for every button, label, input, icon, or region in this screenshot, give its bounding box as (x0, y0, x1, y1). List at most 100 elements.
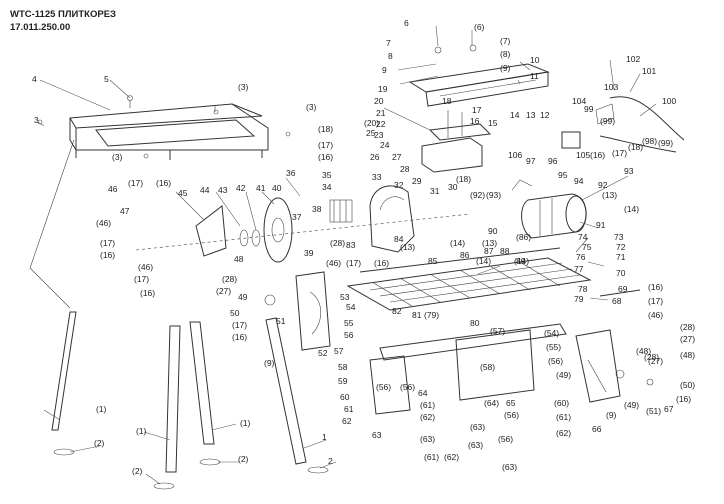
part-callout: 1 (322, 432, 327, 442)
part-callout: 57 (334, 346, 344, 356)
part-callout: (16) (156, 178, 171, 188)
part-callout: 105 (576, 150, 590, 160)
part-callout: (13) (602, 190, 617, 200)
part-callout: (14) (476, 256, 491, 266)
part-callout: (63) (502, 462, 517, 472)
part-callout: (61) (556, 412, 571, 422)
part-callout: (17) (134, 274, 149, 284)
part-callout: (13) (482, 238, 497, 248)
part-callout: 6 (404, 18, 409, 28)
part-callout: 65 (506, 398, 516, 408)
part-callout: (56) (400, 382, 415, 392)
part-callout: 54 (346, 302, 356, 312)
legs (29, 139, 329, 490)
part-callout: (1) (136, 426, 147, 436)
part-callout: (16) (318, 152, 333, 162)
part-callout: (2) (132, 466, 143, 476)
part-callout: 103 (604, 82, 618, 92)
part-callout: (6) (474, 22, 485, 32)
part-callout: (28) (680, 322, 695, 332)
side-fence (264, 271, 331, 351)
part-callout: 102 (626, 54, 640, 64)
part-callout: 36 (286, 168, 296, 178)
part-callout: 41 (256, 183, 266, 193)
part-callout: 8 (388, 51, 393, 61)
part-callout: (57) (490, 326, 505, 336)
work-table (346, 247, 641, 311)
part-callout: (9) (500, 63, 511, 73)
part-callout: 68 (612, 296, 622, 306)
part-callout: 67 (664, 404, 674, 414)
part-callout: (27) (648, 356, 663, 366)
part-callout: 25 (366, 128, 376, 138)
part-callout: 97 (526, 156, 536, 166)
part-callout: (61) (420, 400, 435, 410)
part-callout: 83 (346, 240, 356, 250)
part-callout: (7) (500, 36, 511, 46)
part-callout: (62) (420, 412, 435, 422)
part-callout: (58) (480, 362, 495, 372)
part-callout: (28) (644, 352, 659, 362)
part-callout: 7 (386, 38, 391, 48)
part-callout: 56 (344, 330, 354, 340)
part-callout: (63) (468, 440, 483, 450)
part-callout: 14 (510, 110, 520, 120)
part-callout: (20) (364, 118, 379, 128)
part-callout: (1) (96, 404, 107, 414)
part-callout: (2) (94, 438, 105, 448)
part-callout: (28) (330, 238, 345, 248)
part-callout: (79) (424, 310, 439, 320)
part-callout: 16 (470, 116, 480, 126)
part-callout: 47 (120, 206, 130, 216)
part-callout: (46) (96, 218, 111, 228)
part-callout: 22 (376, 119, 386, 129)
part-callout: 45 (178, 188, 188, 198)
part-callout: 85 (428, 256, 438, 266)
part-callout: 28 (400, 164, 410, 174)
part-callout: 39 (304, 248, 314, 258)
part-callout: (8) (500, 49, 511, 59)
part-callout: (63) (470, 422, 485, 432)
part-callout: 24 (380, 140, 390, 150)
title-block: WTC-1125 ПЛИТКОРЕЗ 17.011.250.00 (10, 8, 116, 34)
part-callout: (62) (556, 428, 571, 438)
part-callout: 44 (200, 185, 210, 195)
part-callout: 71 (616, 252, 626, 262)
part-callout: 69 (618, 284, 628, 294)
part-callout: 13 (526, 110, 536, 120)
part-callout: 19 (378, 84, 388, 94)
part-callout: (14) (514, 256, 529, 266)
part-callout: 95 (558, 170, 568, 180)
part-callout: 80 (470, 318, 480, 328)
part-callout: (17) (346, 258, 361, 268)
part-callout: 73 (614, 232, 624, 242)
part-callout: (48) (680, 350, 695, 360)
part-callout: (93) (486, 190, 501, 200)
part-callout: (9) (606, 410, 617, 420)
part-callout: (3) (238, 82, 249, 92)
part-callout: 4 (32, 74, 37, 84)
part-callout: 5 (104, 74, 109, 84)
part-callout: (46) (138, 262, 153, 272)
part-callout: 81 (412, 310, 422, 320)
carriage-block (421, 110, 492, 173)
part-callout: 48 (234, 254, 244, 264)
part-callout: (14) (450, 238, 465, 248)
part-callout: 89 (516, 256, 526, 266)
part-callout: (18) (628, 142, 643, 152)
part-callout: (18) (318, 124, 333, 134)
part-callout: 33 (372, 172, 382, 182)
part-callout: (16) (676, 394, 691, 404)
part-callout: 23 (374, 130, 384, 140)
part-callout: (62) (444, 452, 459, 462)
part-callout: 66 (592, 424, 602, 434)
part-callout: (27) (216, 286, 231, 296)
part-callout: 86 (460, 250, 470, 260)
part-callout: 11 (530, 71, 539, 81)
part-callout: 40 (272, 183, 282, 193)
part-callout: 49 (238, 292, 248, 302)
part-callout: (55) (546, 342, 561, 352)
part-callout: 17 (472, 105, 482, 115)
part-callout: (9) (264, 358, 275, 368)
